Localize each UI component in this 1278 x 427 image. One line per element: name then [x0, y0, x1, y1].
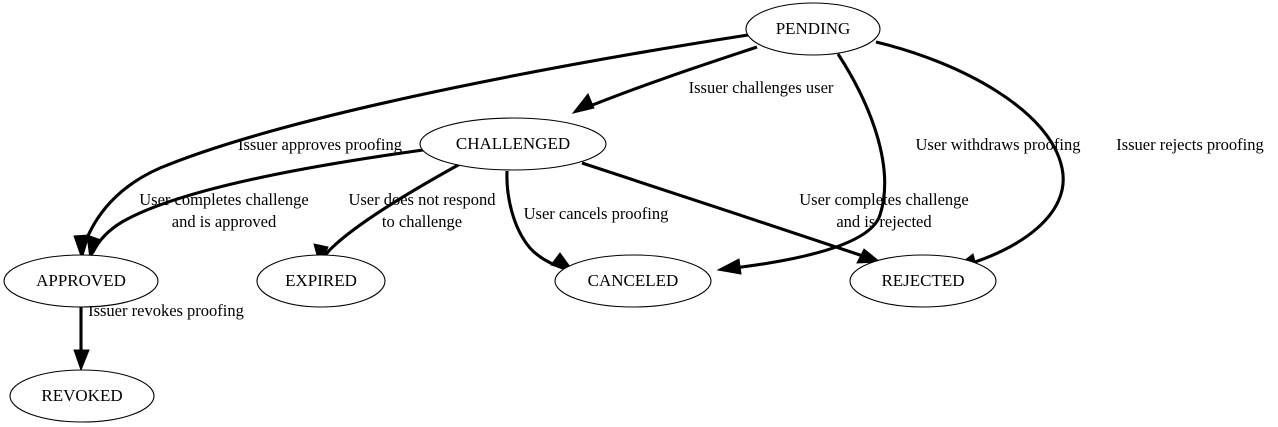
- edge-pending-approved-arrowhead: [73, 234, 90, 261]
- edge-challenged-rejected-hit[interactable]: [582, 163, 872, 259]
- edge-pending-approved[interactable]: [73, 33, 749, 261]
- edge-challenged-expired-hit[interactable]: [322, 164, 460, 260]
- edge-pending-challenged-path: [579, 45, 758, 112]
- edge-challenged-approved-hit[interactable]: [93, 150, 423, 252]
- edge-pending-canceled[interactable]: [716, 53, 887, 275]
- edge-pending-challenged-arrowhead: [571, 93, 595, 114]
- edge-pending-approved-hit[interactable]: [82, 35, 748, 252]
- edge-pending-canceled-arrowhead: [716, 258, 742, 275]
- edge-pending-rejected-path: [875, 40, 1065, 268]
- edge-label-challenged-expired-line2: to challenge: [382, 212, 462, 231]
- node-rejected[interactable]: REJECTED: [849, 254, 997, 308]
- node-rejected-ellipse[interactable]: [849, 254, 997, 308]
- edge-challenged-rejected-arrowhead: [856, 248, 882, 264]
- node-approved-ellipse[interactable]: [3, 254, 159, 308]
- edge-label-challenged-approved-line2: and is approved: [172, 212, 277, 231]
- node-approved[interactable]: APPROVED: [3, 254, 159, 308]
- node-revoked-ellipse[interactable]: [9, 369, 155, 423]
- edge-challenged-expired-path: [320, 162, 461, 261]
- node-pending-ellipse[interactable]: [745, 2, 881, 56]
- edge-challenged-approved-path: [91, 148, 424, 253]
- edge-challenged-canceled[interactable]: [505, 170, 575, 272]
- edge-approved-revoked[interactable]: [73, 307, 90, 372]
- node-challenged[interactable]: CHALLENGED: [419, 117, 607, 171]
- node-canceled[interactable]: CANCELED: [554, 254, 712, 308]
- node-expired-ellipse[interactable]: [256, 254, 386, 308]
- edge-challenged-rejected-path: [581, 161, 873, 261]
- node-expired[interactable]: EXPIRED: [256, 254, 386, 308]
- edge-challenged-approved-arrowhead: [86, 234, 102, 261]
- node-challenged-ellipse[interactable]: [419, 117, 607, 171]
- edges-layer: [73, 33, 1065, 372]
- node-revoked[interactable]: REVOKED: [9, 369, 155, 423]
- edge-challenged-rejected[interactable]: [581, 161, 882, 264]
- edge-label-pending-challenged: Issuer challenges user: [689, 78, 834, 97]
- edge-challenged-expired[interactable]: [313, 162, 461, 268]
- edge-pending-challenged[interactable]: [571, 45, 758, 114]
- node-pending[interactable]: PENDING: [745, 2, 881, 56]
- edge-pending-canceled-path: [725, 53, 887, 271]
- edge-pending-approved-path: [80, 33, 749, 253]
- edge-label-pending-rejected: Issuer rejects proofing: [1116, 135, 1264, 154]
- edge-pending-rejected[interactable]: [875, 40, 1065, 270]
- edge-pending-rejected-hit[interactable]: [876, 42, 1063, 266]
- edge-approved-revoked-arrowhead: [73, 349, 90, 372]
- edge-challenged-approved[interactable]: [86, 148, 424, 261]
- edge-label-challenged-canceled: User cancels proofing: [524, 204, 669, 223]
- edge-challenged-canceled-hit[interactable]: [507, 171, 566, 269]
- node-canceled-ellipse[interactable]: [554, 254, 712, 308]
